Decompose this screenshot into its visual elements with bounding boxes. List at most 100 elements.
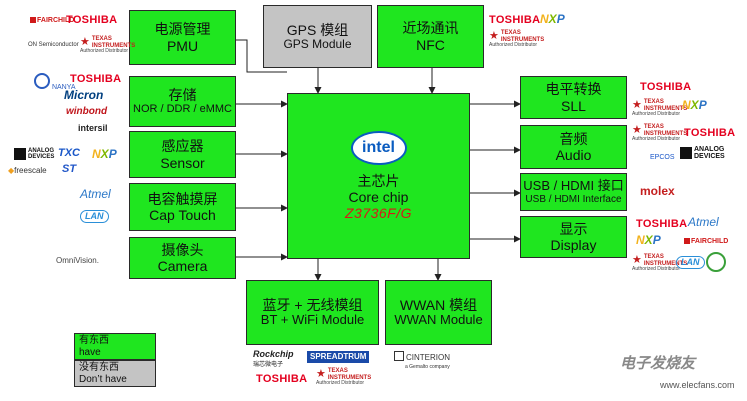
nxp-x: X xyxy=(100,147,109,161)
storage-cn-label: 存储 xyxy=(168,87,197,104)
core-chip-box: intel 主芯片 Core chip Z3736F/G xyxy=(287,93,470,259)
ti-text-3: Authorized Distributor xyxy=(316,380,365,387)
display-box: 显示 Display xyxy=(520,216,627,258)
round-emblem-icon xyxy=(706,252,726,272)
nanya-logo: NANYA xyxy=(34,73,76,91)
nxp-logo-display: NXP xyxy=(636,234,661,246)
intel-logo: intel xyxy=(350,130,407,165)
sll-en-label: SLL xyxy=(561,97,586,114)
toshiba-logo: TOSHIBA xyxy=(66,14,118,26)
core-en-label: Core chip xyxy=(348,188,409,205)
touch-cn-label: 电容触摸屏 xyxy=(147,190,218,207)
ti-logo-sll: TEXAS INSTRUMENTS Authorized Distributor xyxy=(632,99,688,118)
pmu-box: 电源管理 PMU xyxy=(129,10,236,65)
legend-dont-have: 没有东西 Don’t have xyxy=(74,360,156,387)
intersil-logo: intersil xyxy=(78,123,108,133)
fairchild-logo: FAIRCHILD xyxy=(30,17,74,24)
freescale-text: freescale xyxy=(14,166,47,175)
nxp-logo-sll: NXP xyxy=(682,99,707,111)
nfc-en-label: NFC xyxy=(416,36,445,53)
bt-wifi-box: 蓝牙 + 无线模组 BT + WiFi Module xyxy=(246,280,379,345)
st-logo: ST xyxy=(62,163,77,175)
wwan-cn-label: WWAN 模组 xyxy=(399,296,478,313)
legend-have-en: have xyxy=(79,346,101,358)
nxp-p: P xyxy=(652,233,661,247)
rockchip-cn-text: 瑞芯微电子 xyxy=(253,362,284,368)
atmel-logo: Atmel xyxy=(80,187,111,201)
cinterion-sub-text: a Gemalto company xyxy=(405,364,450,370)
toshiba-logo-sll: TOSHIBA xyxy=(640,81,692,93)
fairchild-logo-display: FAIRCHILD xyxy=(684,238,728,245)
rockchip-text: Rockchip xyxy=(253,349,294,359)
nxp-x: X xyxy=(644,233,653,247)
ti-logo-display: TEXAS INSTRUMENTS Authorized Distributor xyxy=(632,254,687,273)
cinterion-icon xyxy=(394,351,404,361)
nanya-text: NANYA xyxy=(51,84,76,91)
toshiba-logo-nfc: TOSHIBA xyxy=(489,14,541,26)
wwan-en-label: WWAN Module xyxy=(394,312,483,328)
nxp-n: N xyxy=(540,12,549,26)
adi-icon xyxy=(14,148,26,161)
toshiba-logo-audio: TOSHIBA xyxy=(684,127,736,139)
adi-text-1: ANALOG xyxy=(28,148,54,154)
ti-text-3: Authorized Distributor xyxy=(632,136,681,143)
pmu-cn-label: 电源管理 xyxy=(154,21,211,38)
ti-text-1: TEXAS xyxy=(500,30,521,36)
ti-text-2: INSTRUMENTS xyxy=(643,130,688,137)
ti-text-1: TEXAS xyxy=(643,254,664,260)
onsemi-logo: ON Semiconductor xyxy=(28,42,79,48)
rockchip-logo: Rockchip 瑞芯微电子 xyxy=(253,349,294,369)
sensor-en-label: Sensor xyxy=(160,154,205,171)
wwan-box: WWAN 模组 WWAN Module xyxy=(385,280,492,345)
nxp-x: X xyxy=(690,98,699,112)
ti-logo-nfc: TEXAS INSTRUMENTS Authorized Distributor xyxy=(489,30,544,49)
ti-text-1: TEXAS xyxy=(91,36,112,42)
audio-en-label: Audio xyxy=(555,147,592,163)
usb-cn-label: USB / HDMI 接口 xyxy=(523,177,624,193)
nxp-x: X xyxy=(548,12,557,26)
bt-en-label: BT + WiFi Module xyxy=(260,312,365,328)
nxp-n: N xyxy=(682,98,691,112)
winbond-logo: winbond xyxy=(66,106,108,117)
display-cn-label: 显示 xyxy=(559,220,588,237)
ti-logo-bt: TEXAS INSTRUMENTS Authorized Distributor xyxy=(316,368,372,387)
adi-text-2: DEVICES xyxy=(694,153,725,161)
camera-box: 摄像头 Camera xyxy=(129,237,236,279)
nxp-p: P xyxy=(556,12,565,26)
txc-logo: TXC xyxy=(58,147,80,159)
spreadtrum-logo: SPREADTRUM xyxy=(307,351,370,363)
line-pmu xyxy=(236,39,287,73)
audio-box: 音频 Audio xyxy=(520,125,627,169)
usb-hdmi-box: USB / HDMI 接口 USB / HDMI Interface xyxy=(520,173,627,211)
nxp-logo-nfc: NXP xyxy=(540,13,565,25)
adi-icon xyxy=(680,147,692,160)
ti-text-1: TEXAS xyxy=(327,368,348,374)
gps-en-label: GPS Module xyxy=(283,36,352,51)
camera-cn-label: 摄像头 xyxy=(161,241,204,258)
usb-en-label: USB / HDMI Interface xyxy=(525,193,622,205)
ti-text-2: INSTRUMENTS xyxy=(327,374,372,381)
nxp-p: P xyxy=(108,147,117,161)
toshiba-logo-storage: TOSHIBA xyxy=(70,73,122,85)
molex-logo: molex xyxy=(640,184,675,198)
cinterion-text: CINTERION xyxy=(406,353,450,362)
core-cn-label: 主芯片 xyxy=(357,172,400,189)
core-model-label: Z3736F/G xyxy=(344,205,413,222)
epcos-logo: EPCOS xyxy=(650,154,675,161)
micron-logo: Micron xyxy=(64,88,104,102)
storage-box: 存储 NOR / DDR / eMMC xyxy=(129,76,236,127)
ti-text-2: INSTRUMENTS xyxy=(91,42,136,49)
camera-en-label: Camera xyxy=(157,258,208,274)
ti-text-2: INSTRUMENTS xyxy=(643,105,688,112)
legend-have-cn: 有东西 xyxy=(79,335,109,346)
lan-logo: LAN xyxy=(80,210,109,223)
gps-cn-label: GPS 模组 xyxy=(286,21,349,38)
nxp-n: N xyxy=(636,233,645,247)
atmel-logo-display: Atmel xyxy=(688,215,719,229)
nfc-box: 近场通讯 NFC xyxy=(377,5,484,68)
ti-text-3: Authorized Distributor xyxy=(632,111,681,118)
ti-text-3: Authorized Distributor xyxy=(489,42,538,49)
